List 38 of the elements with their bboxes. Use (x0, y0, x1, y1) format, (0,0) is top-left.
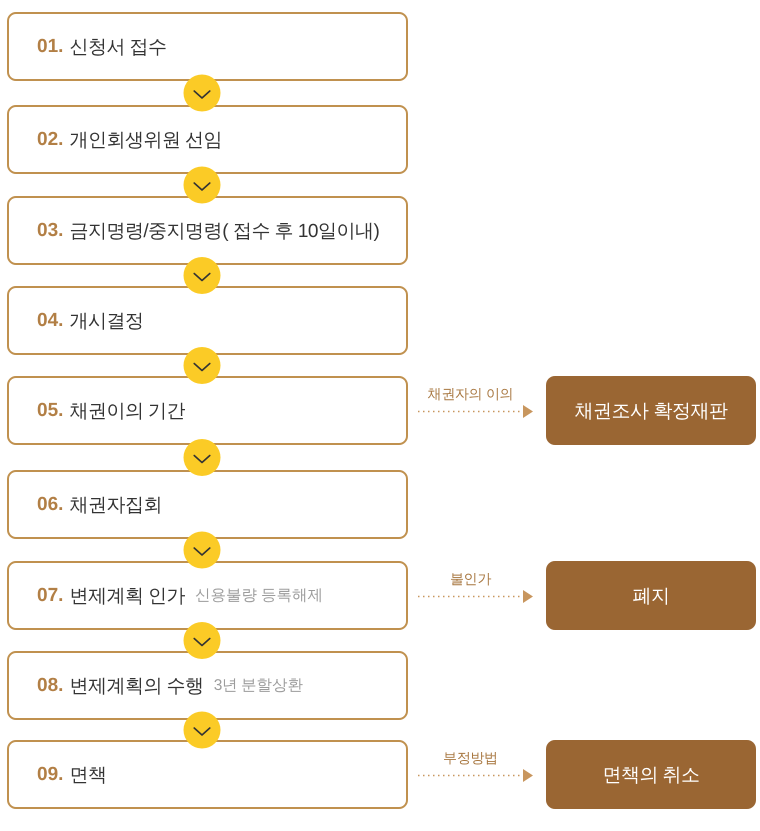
edge-label: 불인가 (450, 570, 492, 587)
step-number: 08. (37, 674, 64, 696)
step-number: 07. (37, 584, 64, 606)
step-box (7, 740, 408, 809)
step-number: 09. (37, 764, 64, 786)
step-title: 금지명령/중지명령( 접수 후 10일이내) (69, 220, 380, 244)
result-box (546, 740, 756, 809)
step-number: 03. (37, 220, 64, 242)
step-title: 개시결정 (69, 310, 144, 334)
edge-label: 부정방법 (443, 749, 498, 766)
step-number: 01. (37, 36, 64, 58)
step-title: 채권자집회 (69, 494, 162, 518)
result-box (546, 376, 756, 445)
step-box (7, 196, 408, 265)
step-title: 변제계획 인가 (69, 584, 186, 608)
step-title: 채권이의 기간 (69, 400, 186, 424)
step-box (7, 651, 408, 720)
step-note: 3년 분할상환 (214, 676, 304, 696)
step-title: 변제계획의 수행 (69, 674, 204, 698)
step-box (7, 12, 408, 81)
step-box (7, 286, 408, 355)
result-title: 폐지 (632, 584, 670, 608)
step-box (7, 470, 408, 539)
step-number: 05. (37, 400, 64, 422)
step-note: 신용불량 등록해제 (195, 586, 324, 606)
step-title: 개인회생위원 선임 (69, 128, 222, 152)
step-box (7, 376, 408, 445)
step-title: 신청서 접수 (69, 36, 167, 60)
step-box (7, 561, 408, 630)
step-number: 06. (37, 494, 64, 516)
edge-label: 채권자의 이의 (428, 385, 514, 402)
step-number: 02. (37, 128, 64, 150)
step-number: 04. (37, 310, 64, 332)
step-title: 면책 (69, 764, 106, 788)
result-title: 면책의 취소 (602, 764, 700, 788)
result-box (546, 561, 756, 630)
step-box (7, 105, 408, 174)
result-title: 채권조사 확정재판 (574, 400, 728, 424)
